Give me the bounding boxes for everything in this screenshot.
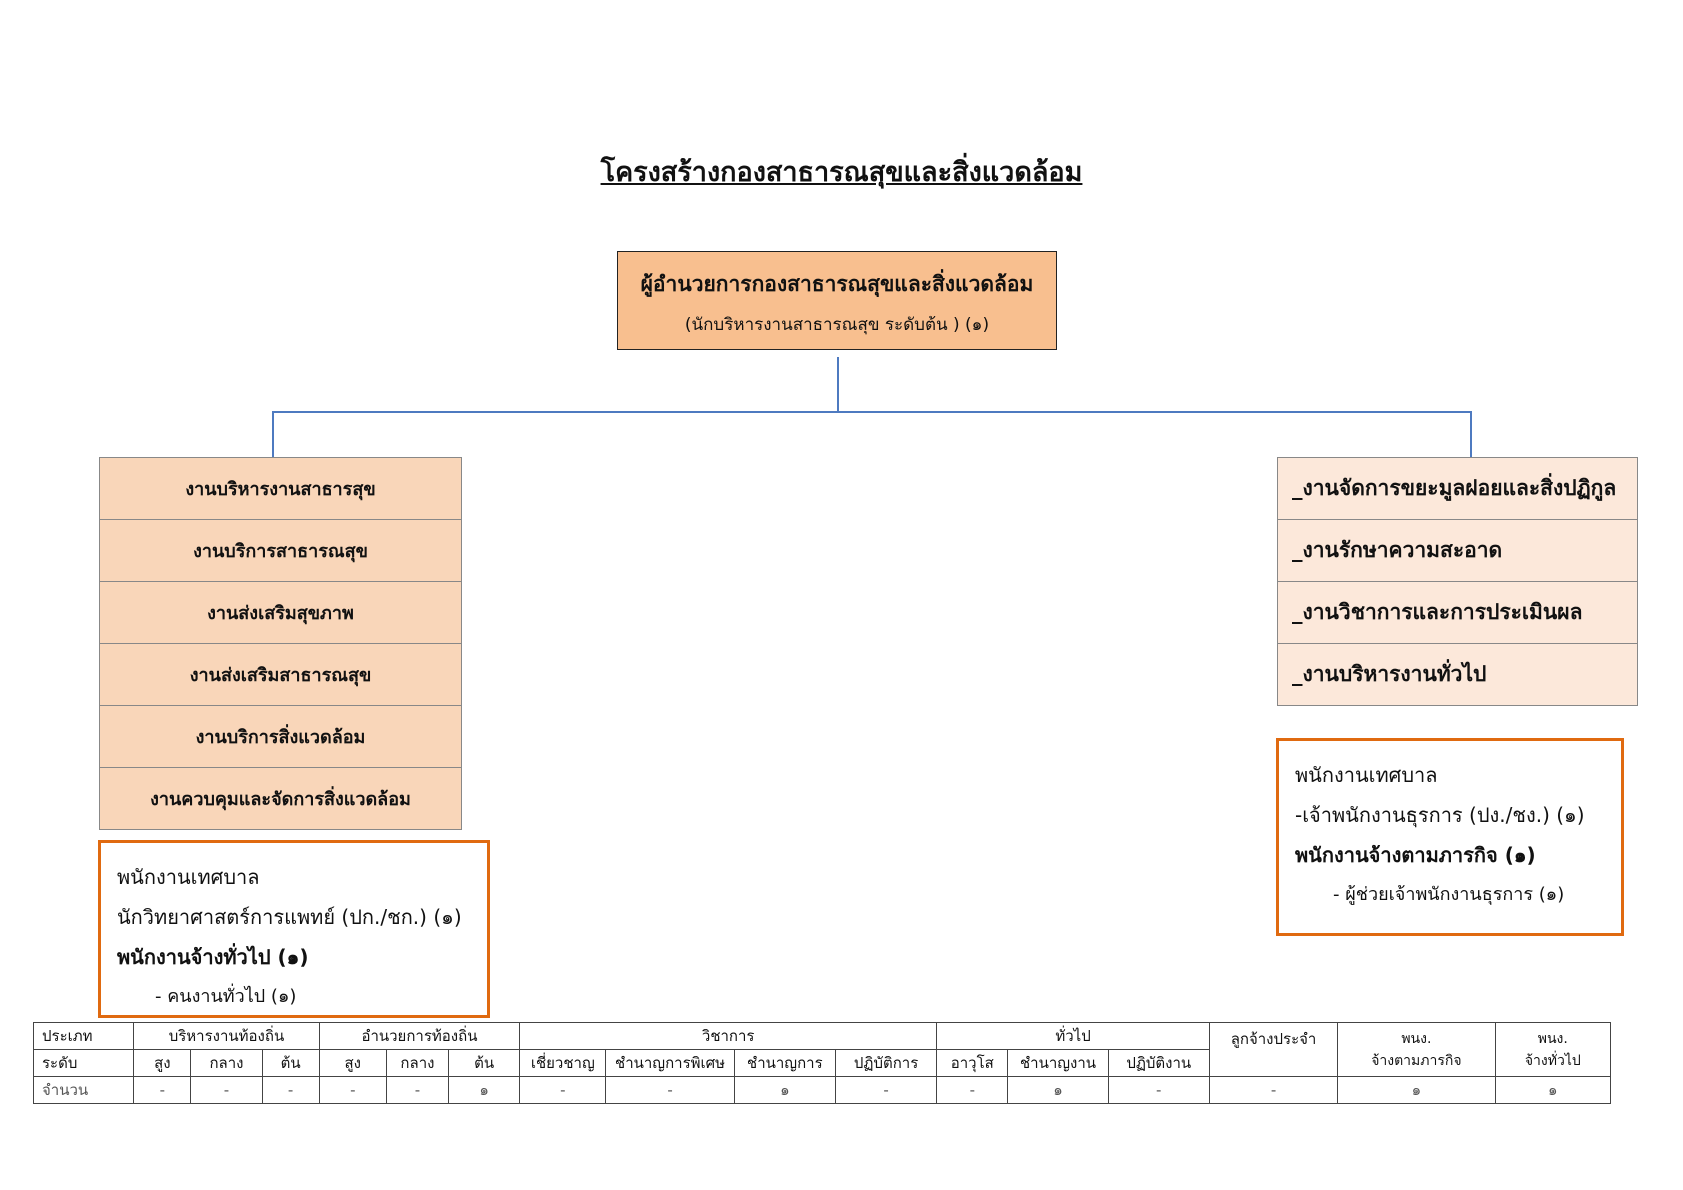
- level-cell: สูง: [318, 1049, 387, 1077]
- level-label: ระดับ: [32, 1049, 135, 1077]
- left-division-2: งานบริการสาธารณสุข: [99, 519, 462, 582]
- left-division-3: งานส่งเสริมสุขภาพ: [99, 581, 462, 644]
- count-cell: -: [318, 1076, 387, 1104]
- level-cell: อาวุโส: [936, 1049, 1009, 1077]
- count-cell: ๑: [448, 1076, 521, 1104]
- connector-horizontal: [272, 411, 1472, 413]
- count-cell: -: [133, 1076, 192, 1104]
- level-cell: สูง: [133, 1049, 192, 1077]
- count-cell: -: [519, 1076, 607, 1104]
- count-cell: ๑: [1007, 1076, 1109, 1104]
- left-division-6: งานควบคุมและจัดการสิ่งแวดล้อม: [99, 767, 462, 830]
- level-cell: ชำนาญการพิเศษ: [605, 1049, 735, 1077]
- group-general: ทั่วไป: [936, 1022, 1210, 1050]
- level-cell: กลาง: [190, 1049, 263, 1077]
- count-cell: ๑: [1337, 1076, 1496, 1104]
- group-general-emp-l2: จ้างทั่วไป: [1524, 1052, 1581, 1069]
- right-staff-box: พนักงานเทศบาล -เจ้าพนักงานธุรการ (ปง./ชง…: [1276, 738, 1624, 936]
- count-cell: -: [190, 1076, 263, 1104]
- left-staff-line1: พนักงานเทศบาล: [117, 865, 260, 889]
- group-permanent: ลูกจ้างประจำ: [1208, 1022, 1339, 1077]
- left-division-4: งานส่งเสริมสาธารณสุข: [99, 643, 462, 706]
- right-staff-bullet: - ผู้ช่วยเจ้าพนักงานธุรการ (๑): [1333, 884, 1565, 905]
- left-staff-bullet: - คนงานทั่วไป (๑): [155, 986, 297, 1007]
- count-cell: -: [1208, 1076, 1339, 1104]
- group-mission-l2: จ้างตามภารกิจ: [1371, 1052, 1462, 1069]
- group-mission: พนง. จ้างตามภารกิจ: [1337, 1022, 1496, 1077]
- summary-row-count: จำนวน - - - - - ๑ - - ๑ - - ๑ - - ๑ ๑: [32, 1076, 1612, 1104]
- level-cell: ต้น: [448, 1049, 521, 1077]
- type-label: ประเภท: [32, 1022, 135, 1050]
- right-division-4: _งานบริหารงานทั่วไป: [1277, 643, 1638, 706]
- level-cell: กลาง: [385, 1049, 450, 1077]
- connector-vertical-left: [272, 411, 274, 459]
- right-staff-line1: พนักงานเทศบาล: [1295, 763, 1438, 787]
- summary-row-type: ประเภท บริหารงานท้องถิ่น อำนวยการท้องถิ่…: [32, 1022, 1612, 1077]
- group-academic: วิชาการ: [519, 1022, 938, 1050]
- connector-vertical-right: [1470, 411, 1472, 457]
- left-staff-line2: นักวิทยาศาสตร์การแพทย์ (ปก./ชก.) (๑): [117, 905, 462, 929]
- right-staff-line3: พนักงานจ้างตามภารกิจ (๑): [1295, 843, 1536, 867]
- count-cell: -: [261, 1076, 320, 1104]
- left-staff-box: พนักงานเทศบาล นักวิทยาศาสตร์การแพทย์ (ปก…: [98, 840, 490, 1018]
- count-label: จำนวน: [32, 1076, 135, 1104]
- group-general-emp: พนง. จ้างทั่วไป: [1494, 1022, 1612, 1077]
- count-cell: ๑: [733, 1076, 836, 1104]
- left-division-5: งานบริการสิ่งแวดล้อม: [99, 705, 462, 768]
- count-cell: -: [605, 1076, 735, 1104]
- right-division-1: _งานจัดการขยะมูลฝอยและสิ่งปฏิกูล: [1277, 457, 1638, 520]
- summary-table: ประเภท บริหารงานท้องถิ่น อำนวยการท้องถิ่…: [32, 1022, 1612, 1104]
- count-cell: ๑: [1494, 1076, 1612, 1104]
- level-cell: ชำนาญการ: [733, 1049, 836, 1077]
- group-local-exec: บริหารงานท้องถิ่น: [133, 1022, 320, 1050]
- group-local-director: อำนวยการท้องถิ่น: [318, 1022, 521, 1050]
- count-cell: -: [1107, 1076, 1210, 1104]
- left-staff-line3: พนักงานจ้างทั่วไป (๑): [117, 945, 309, 969]
- summary-row-level: ระดับ สูง กลาง ต้น สูง กลาง ต้น เชี่ยวชา…: [32, 1049, 1611, 1077]
- count-cell: -: [936, 1076, 1009, 1104]
- right-division-2: _งานรักษาความสะอาด: [1277, 519, 1638, 582]
- right-division-3: _งานวิชาการและการประเมินผล: [1277, 581, 1638, 644]
- left-division-1: งานบริหารงานสาธารสุข: [99, 457, 462, 520]
- count-cell: -: [385, 1076, 450, 1104]
- chart-title: โครงสร้างกองสาธารณสุขและสิ่งแวดล้อม: [600, 157, 1083, 188]
- level-cell: ปฏิบัติงาน: [1107, 1049, 1210, 1077]
- level-cell: ปฏิบัติการ: [834, 1049, 938, 1077]
- connector-vertical-head: [837, 357, 839, 412]
- director-box: ผู้อำนวยการกองสาธารณสุขและสิ่งแวดล้อม (น…: [617, 251, 1057, 350]
- count-cell: -: [834, 1076, 938, 1104]
- group-general-emp-l1: พนง.: [1537, 1030, 1568, 1047]
- group-mission-l1: พนง.: [1401, 1030, 1432, 1047]
- director-title: ผู้อำนวยการกองสาธารณสุขและสิ่งแวดล้อม: [640, 272, 1034, 296]
- right-staff-line2: -เจ้าพนักงานธุรการ (ปง./ชง.) (๑): [1295, 803, 1585, 827]
- level-cell: เชี่ยวชาญ: [519, 1049, 607, 1077]
- level-cell: ชำนาญงาน: [1007, 1049, 1109, 1077]
- level-cell: ต้น: [261, 1049, 320, 1077]
- director-subtitle: (นักบริหารงานสาธารณสุข ระดับต้น ) (๑): [684, 315, 990, 335]
